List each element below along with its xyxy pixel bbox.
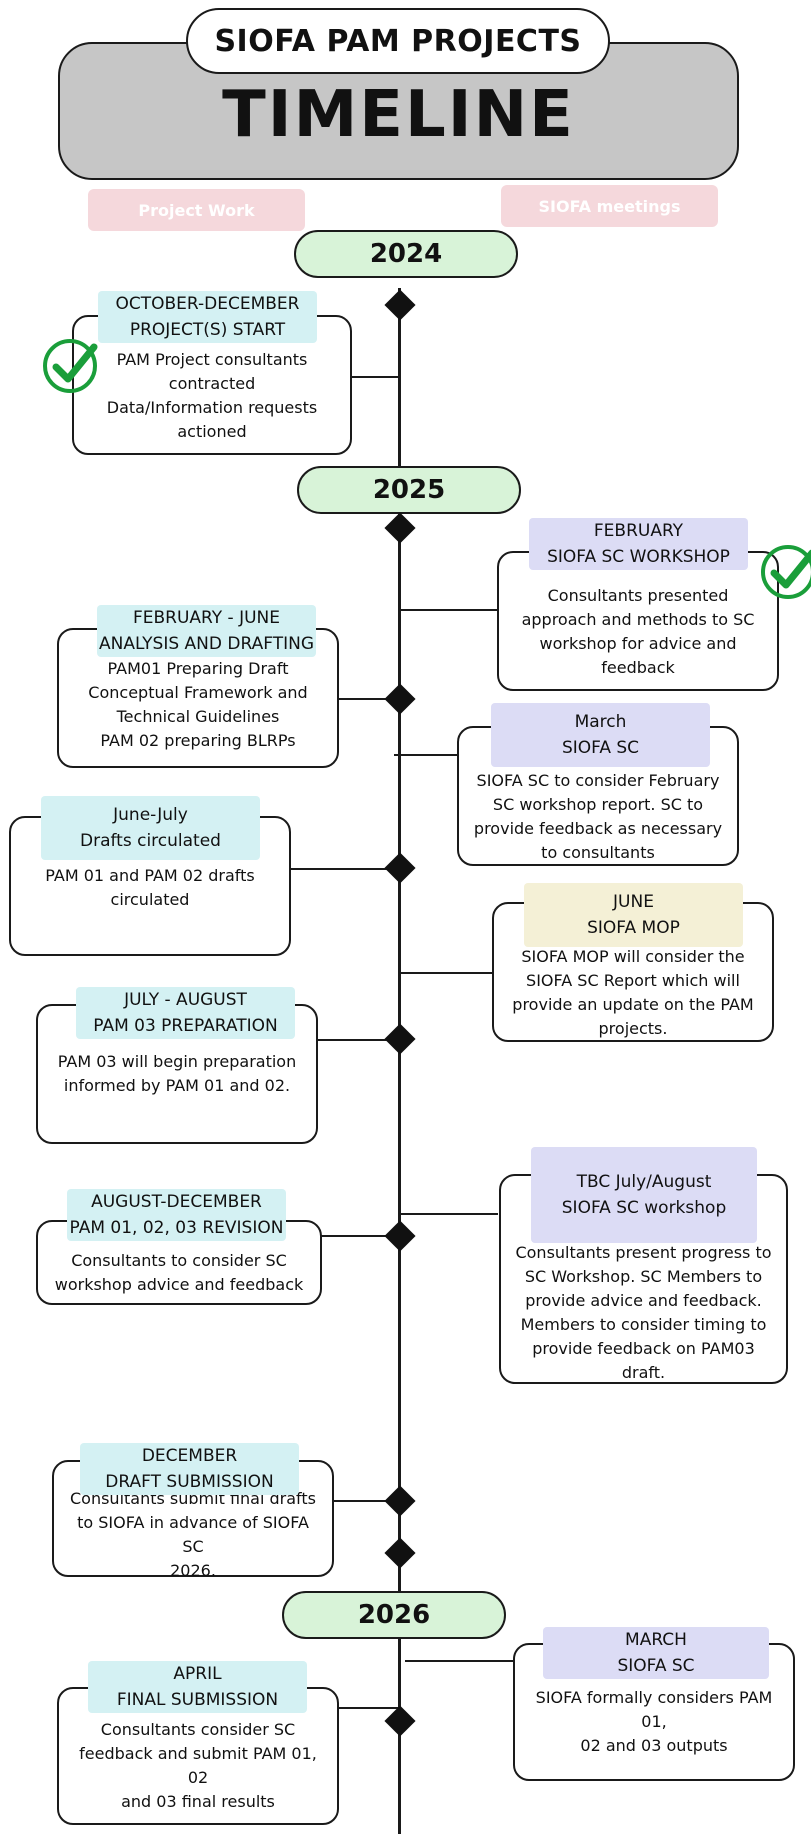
event-body: SIOFA MOP will consider the SIOFA SC Rep… — [512, 947, 754, 1038]
connector-line — [337, 1707, 400, 1709]
event-body: Consultants to consider SC workshop advi… — [54, 1250, 304, 1294]
event-body: Consultants presented approach and metho… — [521, 586, 755, 677]
event-tag-analysis-drafting: FEBRUARY - JUNE ANALYSIS AND DRAFTING — [97, 605, 316, 657]
connector-line — [316, 1039, 400, 1041]
checkmark-icon — [43, 339, 98, 393]
year-2024: 2024 — [294, 230, 518, 278]
event-body: Consultants consider SC feedback and sub… — [79, 1720, 317, 1811]
milestone-diamond — [384, 683, 416, 715]
event-tag-pam03-prep: JULY - AUGUST PAM 03 PREPARATION — [76, 987, 295, 1039]
milestone-diamond — [384, 1705, 416, 1737]
event-tag-revision: AUGUST-DECEMBER PAM 01, 02, 03 REVISION — [67, 1189, 286, 1241]
timeline-spine — [398, 288, 401, 1834]
event-tag-draft-submission: DECEMBER DRAFT SUBMISSION — [80, 1443, 299, 1495]
connector-line — [401, 1213, 498, 1215]
event-tag-march-sc: March SIOFA SC — [491, 703, 710, 767]
event-tag-feb-sc-workshop: FEBRUARY SIOFA SC WORKSHOP — [529, 518, 748, 570]
event-body: Consultants submit final drafts to SIOFA… — [69, 1488, 316, 1580]
event-body: PAM 03 will begin preparation informed b… — [57, 1052, 297, 1095]
project-title: SIOFA PAM PROJECTS — [186, 8, 610, 74]
page-title: TIMELINE — [222, 78, 575, 152]
event-tag-june-mop: JUNE SIOFA MOP — [524, 883, 743, 947]
event-body: PAM01 Preparing Draft Conceptual Framewo… — [88, 659, 308, 750]
event-tag-project-start: OCTOBER-DECEMBER PROJECT(S) START — [98, 291, 317, 343]
event-body: Consultants present progress to SC Works… — [515, 1243, 772, 1382]
event-tag-final-submission: APRIL FINAL SUBMISSION — [88, 1661, 307, 1713]
connector-line — [321, 1235, 400, 1237]
milestone-diamond — [384, 852, 416, 884]
event-body: PAM 01 and PAM 02 drafts circulated — [45, 866, 255, 909]
connector-line — [401, 972, 492, 974]
connector-line — [394, 754, 458, 756]
event-tag-march-sc-2026: MARCH SIOFA SC — [543, 1627, 769, 1679]
connector-line — [351, 376, 400, 378]
connector-line — [337, 698, 400, 700]
event-feb-sc-workshop: Consultants presented approach and metho… — [497, 551, 779, 691]
connector-line — [331, 1500, 400, 1502]
milestone-diamond — [384, 1023, 416, 1055]
checkmark-icon — [761, 545, 811, 599]
event-body: SIOFA formally considers PAM 01, 02 and … — [535, 1688, 773, 1755]
year-2025: 2025 — [297, 466, 521, 514]
event-tag-tbc-sc-workshop: TBC July/August SIOFA SC workshop — [531, 1147, 757, 1243]
legend-siofa-meetings: SIOFA meetings — [501, 185, 718, 227]
legend-project-work: Project Work — [88, 189, 305, 231]
milestone-diamond — [384, 512, 416, 544]
year-2026: 2026 — [282, 1591, 506, 1639]
event-body: PAM Project consultants contracted Data/… — [106, 350, 318, 441]
milestone-diamond — [384, 1220, 416, 1252]
event-body: SIOFA SC to consider February SC worksho… — [473, 771, 723, 862]
connector-line — [401, 609, 498, 611]
connector-line — [289, 868, 400, 870]
event-tag-drafts-circulated: June-July Drafts circulated — [41, 796, 260, 860]
milestone-diamond — [384, 1537, 416, 1569]
connector-line — [405, 1660, 513, 1662]
milestone-diamond — [384, 289, 416, 321]
milestone-diamond — [384, 1485, 416, 1517]
